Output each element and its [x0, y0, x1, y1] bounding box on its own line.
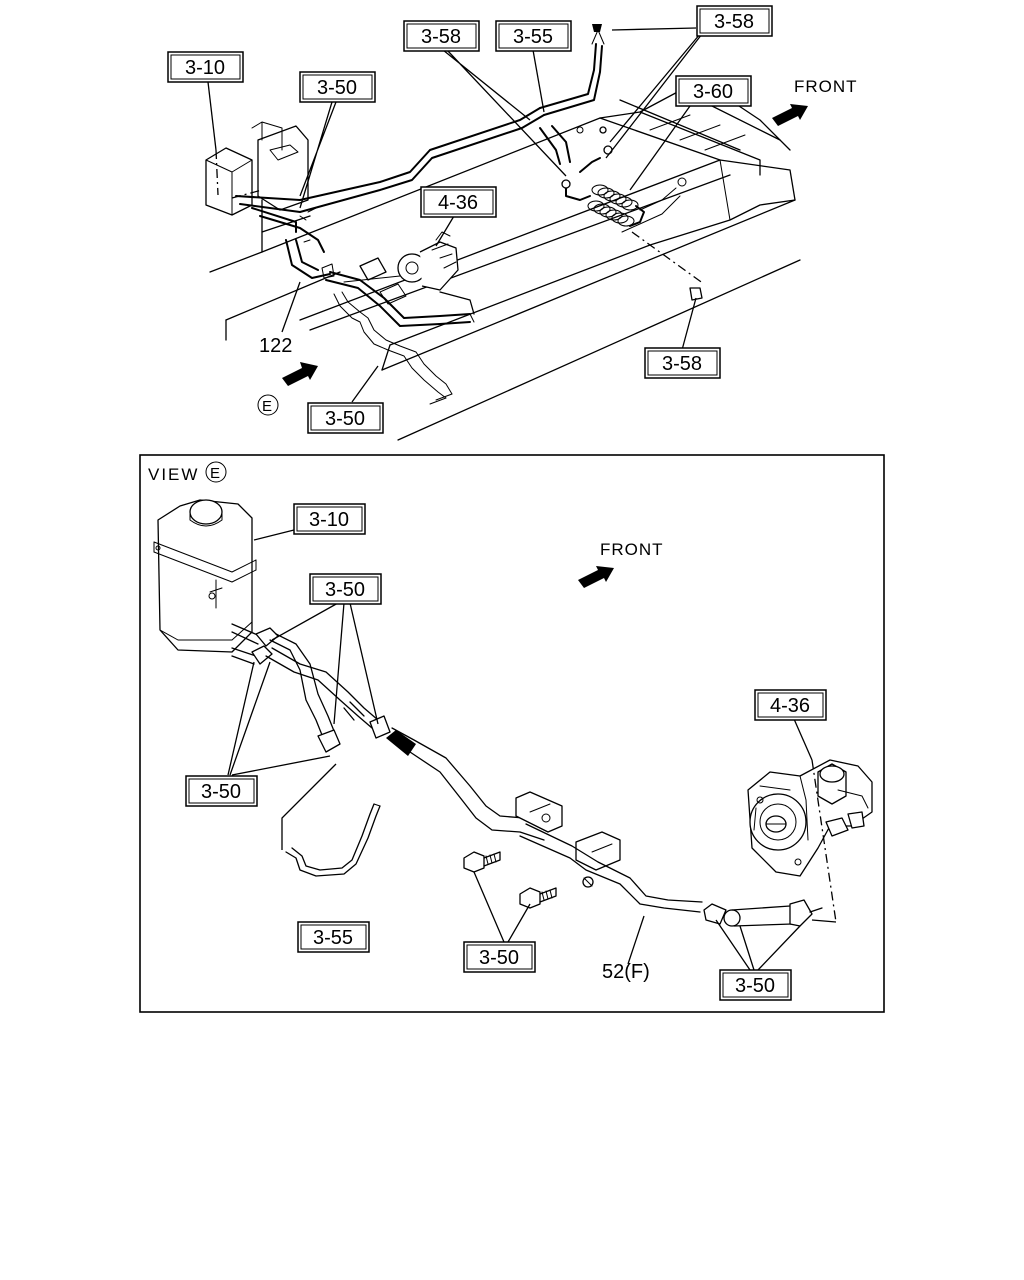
detail-view-e: VIEW E FRONT [139, 454, 885, 1013]
suction-line-detail [386, 727, 549, 841]
reservoir-detail [153, 499, 257, 653]
lower-hose-top [333, 291, 453, 405]
reservoir-top [205, 121, 309, 216]
front-arrow-top [772, 104, 808, 126]
callout-bolts-detail-label: 3-50 [479, 947, 519, 969]
clips-and-nuts-top [299, 24, 703, 301]
pump-top [397, 231, 459, 291]
callout-hose-355-detail: 3-55 [297, 921, 370, 953]
callout-clamps-left-detail: 3-50 [185, 775, 258, 807]
callout-nut-lower-top-label: 3-58 [662, 353, 702, 375]
callout-suction-hose-top-label: 3-50 [325, 408, 365, 430]
bracket-detail [515, 791, 703, 913]
leader-lines-top [207, 27, 705, 403]
leader-lines-detail [227, 529, 837, 971]
oil-cooler [579, 157, 681, 233]
callout-reservoir-top: 3-10 [167, 51, 244, 83]
callout-pump-top: 4-36 [420, 186, 497, 218]
callout-return-clips-top: 3-50 [299, 71, 376, 103]
callout-bolts-detail: 3-50 [463, 941, 536, 973]
callout-suction-hose-top: 3-50 [307, 402, 384, 434]
view-e-marker-top: E [257, 394, 279, 416]
callout-clamps-pump-detail: 3-50 [719, 969, 792, 1001]
front-label-detail: FRONT [600, 540, 664, 559]
bolts-detail [463, 851, 557, 909]
callout-return-clips-top-label: 3-50 [317, 77, 357, 99]
label-hose-122: 122 [259, 335, 292, 357]
callout-nut-lower-top: 3-58 [644, 347, 721, 379]
callout-hose-355-detail-label: 3-55 [313, 927, 353, 949]
top-view: FRONT E 3-10 [167, 5, 858, 441]
callout-cooler-top: 3-60 [675, 75, 752, 107]
front-arrow-detail [578, 566, 614, 588]
detail-view-title: VIEW [148, 465, 199, 484]
hose-355-detail [285, 803, 381, 877]
reservoir-hoses-detail [265, 633, 391, 753]
steering-lines-top [235, 29, 605, 279]
callout-clamps-top-detail-label: 3-50 [325, 579, 365, 601]
callout-clamps-top-detail: 3-50 [309, 573, 382, 605]
callout-nuts-right-top-label: 3-58 [714, 11, 754, 33]
callout-nuts-right-top: 3-58 [696, 5, 773, 37]
pump-detail [747, 759, 873, 877]
callout-clamps-pump-detail-label: 3-50 [735, 975, 775, 997]
callout-pump-detail: 4-36 [754, 689, 827, 721]
view-e-arrow [282, 362, 318, 386]
callout-hose-355-top: 3-55 [495, 20, 572, 52]
callout-reservoir-top-label: 3-10 [185, 57, 225, 79]
pump-hose-detail [703, 899, 823, 927]
callout-reservoir-detail-label: 3-10 [309, 509, 349, 531]
callout-pump-detail-label: 4-36 [770, 695, 810, 717]
callout-reservoir-detail: 3-10 [293, 503, 366, 535]
callout-cooler-top-label: 3-60 [693, 81, 733, 103]
callout-pump-top-label: 4-36 [438, 192, 478, 214]
detail-view-frame [139, 454, 885, 1013]
detail-view-marker: E [210, 465, 220, 482]
callout-clamps-left-detail-label: 3-50 [201, 781, 241, 803]
label-pressure-line: 52(F) [602, 961, 650, 983]
view-marker-top: E [262, 398, 272, 415]
callout-hose-355-top-label: 3-55 [513, 26, 553, 48]
suction-line-top [325, 257, 475, 327]
detail-view-marker-circle [205, 461, 227, 483]
callout-nuts-left-top-label: 3-58 [421, 26, 461, 48]
callout-nuts-left-top: 3-58 [403, 20, 480, 52]
front-label-top: FRONT [794, 77, 858, 96]
